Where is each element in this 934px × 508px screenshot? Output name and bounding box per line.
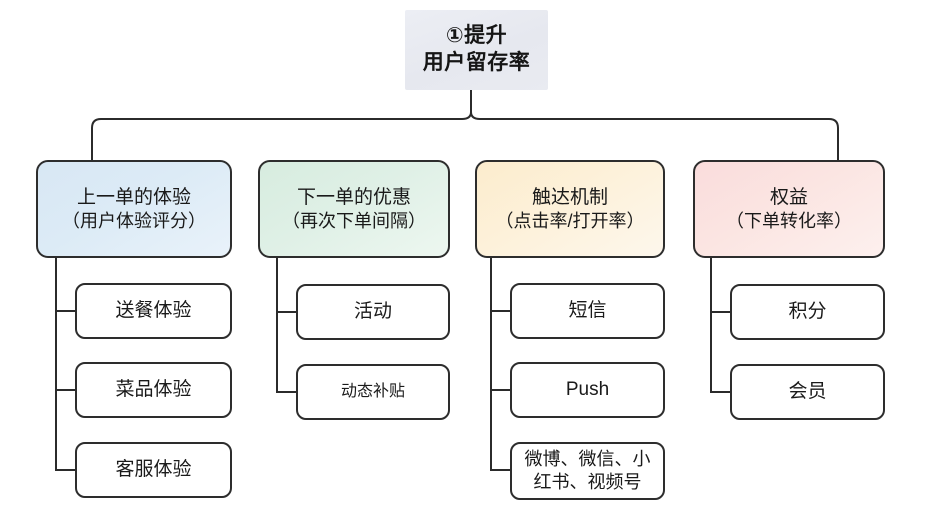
category-node-3[interactable]: 触达机制 （点击率/打开率） [475, 160, 665, 258]
root-brace [91, 111, 839, 161]
leaf-label-1-1: 送餐体验 [115, 299, 192, 321]
category-title-1: 上一单的体验 [76, 186, 191, 208]
leaf-label-3-2: Push [565, 378, 610, 400]
category-node-2[interactable]: 下一单的优惠 （再次下单间隔） [258, 160, 450, 258]
leaf-label-3-1: 短信 [568, 299, 607, 321]
leaf-node-4-1[interactable]: 积分 [730, 284, 885, 340]
root-title-line2: 用户留存率 [422, 51, 531, 74]
leaf-node-2-1[interactable]: 活动 [296, 284, 450, 340]
leaf-label-3-3: 微博、微信、小 红书、视频号 [524, 448, 651, 492]
category-title-4: 权益 [769, 186, 808, 208]
leaf-node-4-2[interactable]: 会员 [730, 364, 885, 420]
leaf-node-2-2[interactable]: 动态补贴 [296, 364, 450, 420]
root-node[interactable]: ①提升 用户留存率 [405, 10, 548, 90]
leaf-label-1-3: 客服体验 [115, 458, 192, 480]
leaf-node-3-1[interactable]: 短信 [510, 283, 665, 339]
category-title-2: 下一单的优惠 [296, 186, 411, 208]
category-node-1[interactable]: 上一单的体验 （用户体验评分） [36, 160, 232, 258]
leaf-node-3-2[interactable]: Push [510, 362, 665, 418]
leaf-node-1-1[interactable]: 送餐体验 [75, 283, 232, 339]
category-subtitle-1: （用户体验评分） [62, 210, 206, 231]
category-subtitle-4: （下单转化率） [726, 210, 852, 231]
leaf-label-2-2: 动态补贴 [340, 382, 405, 400]
leaf-node-3-3[interactable]: 微博、微信、小 红书、视频号 [510, 442, 665, 500]
leaf-node-1-2[interactable]: 菜品体验 [75, 362, 232, 418]
category-subtitle-3: （点击率/打开率） [495, 210, 645, 231]
leaf-node-1-3[interactable]: 客服体验 [75, 442, 232, 498]
leaf-label-2-1: 活动 [353, 300, 392, 322]
root-title-line1: ①提升 [445, 24, 508, 48]
leaf-label-4-1: 积分 [788, 300, 827, 322]
category-node-4[interactable]: 权益 （下单转化率） [693, 160, 885, 258]
category-title-3: 触达机制 [531, 186, 608, 208]
leaf-label-4-2: 会员 [788, 380, 827, 402]
leaf-label-1-2: 菜品体验 [115, 378, 192, 400]
category-subtitle-2: （再次下单间隔） [282, 210, 426, 231]
